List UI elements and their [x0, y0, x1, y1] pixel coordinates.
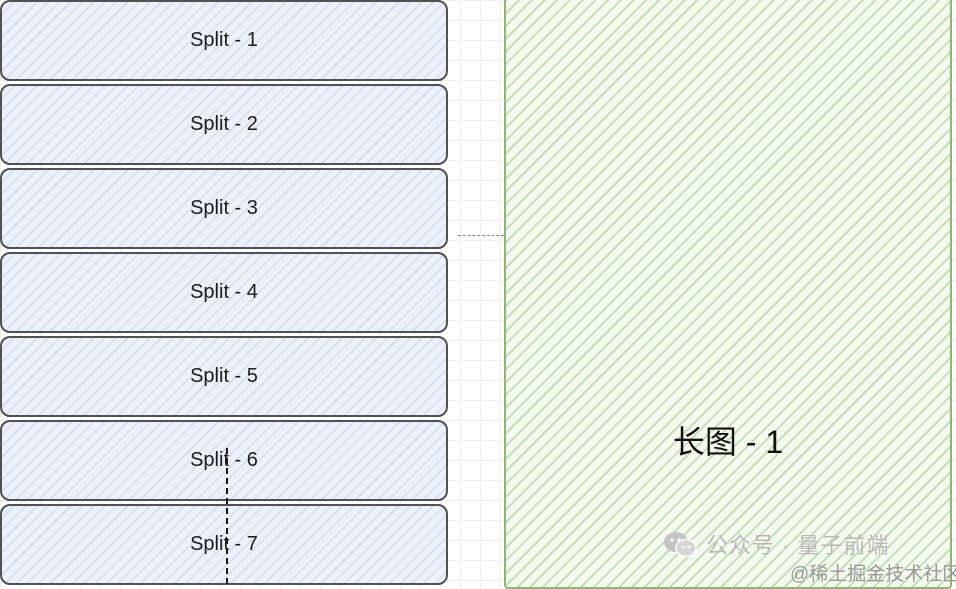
- split-box-1: Split - 1: [0, 0, 448, 81]
- split-box-2: Split - 2: [0, 84, 448, 165]
- split-label: Split - 3: [190, 197, 258, 219]
- split-label: Split - 6: [190, 449, 258, 471]
- split-label: Split - 4: [190, 281, 258, 303]
- split-label: Split - 2: [190, 113, 258, 135]
- watermark-site: @稀土掘金技术社区: [790, 564, 956, 585]
- split-label: Split - 7: [190, 533, 258, 555]
- split-box-4: Split - 4: [0, 252, 448, 333]
- watermark-account: 公众号 · 量子前端: [706, 533, 890, 558]
- split-label: Split - 1: [190, 29, 258, 51]
- split-box-6: Split - 6: [0, 420, 448, 501]
- long-image-label: 长图 - 1: [672, 424, 784, 460]
- split-box-3: Split - 3: [0, 168, 448, 249]
- split-label: Split - 5: [190, 365, 258, 387]
- dashed-connector-horizontal: [458, 235, 504, 236]
- wechat-icon: [664, 532, 697, 558]
- split-box-7: Split - 7: [0, 504, 448, 585]
- long-image-box: 长图 - 1: [504, 0, 952, 589]
- split-box-5: Split - 5: [0, 336, 448, 417]
- watermark: 公众号 · 量子前端: [662, 528, 890, 560]
- dashed-connector-vertical: [226, 448, 228, 584]
